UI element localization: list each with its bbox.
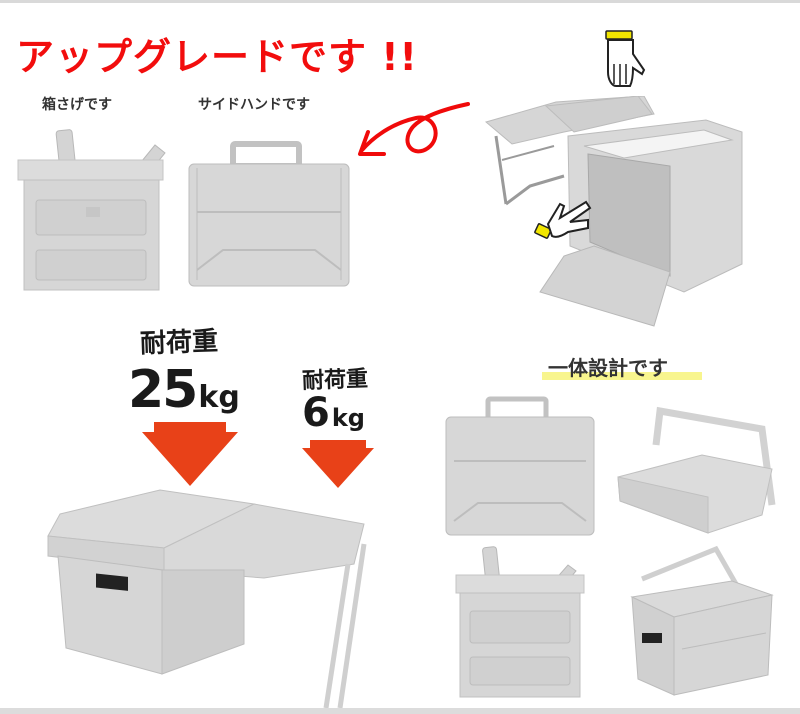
headline: アップグレードです !! bbox=[16, 35, 418, 79]
load-capacity-unit: kg bbox=[331, 404, 365, 432]
load-capacity-number: 6 bbox=[302, 390, 330, 436]
side-handle-label: サイドハンドです bbox=[198, 97, 310, 113]
load-capacity-title-box: 耐荷重 bbox=[139, 326, 219, 360]
box-with-top-handle-image bbox=[17, 129, 166, 291]
load-capacity-unit: kg bbox=[198, 380, 240, 415]
orange-down-arrow-icon bbox=[142, 422, 238, 486]
integrated-design-label: 一体設計です bbox=[548, 356, 668, 380]
folded-box-with-handle-image bbox=[617, 406, 776, 534]
bottom-divider bbox=[0, 708, 800, 714]
top-divider bbox=[0, 0, 800, 3]
load-capacity-number: 25 bbox=[128, 360, 198, 420]
box-carry-label: 箱さげです bbox=[42, 97, 112, 113]
side-handle-view-image bbox=[445, 396, 595, 536]
box-with-extended-table-image bbox=[47, 489, 367, 708]
hand-pointing-down-icon bbox=[605, 30, 646, 87]
label-highlight bbox=[542, 372, 702, 380]
box-top-handle-front-image bbox=[455, 546, 585, 698]
box-with-side-handle-image bbox=[188, 141, 350, 287]
box-handle-angled-image bbox=[630, 545, 774, 696]
red-curved-arrow-icon bbox=[358, 102, 470, 156]
box-open-with-table-and-door-image bbox=[484, 96, 743, 327]
hand-pointing-right-icon bbox=[534, 200, 592, 239]
load-capacity-value-box: 25kg bbox=[128, 360, 240, 420]
orange-down-arrow-icon bbox=[302, 440, 374, 488]
